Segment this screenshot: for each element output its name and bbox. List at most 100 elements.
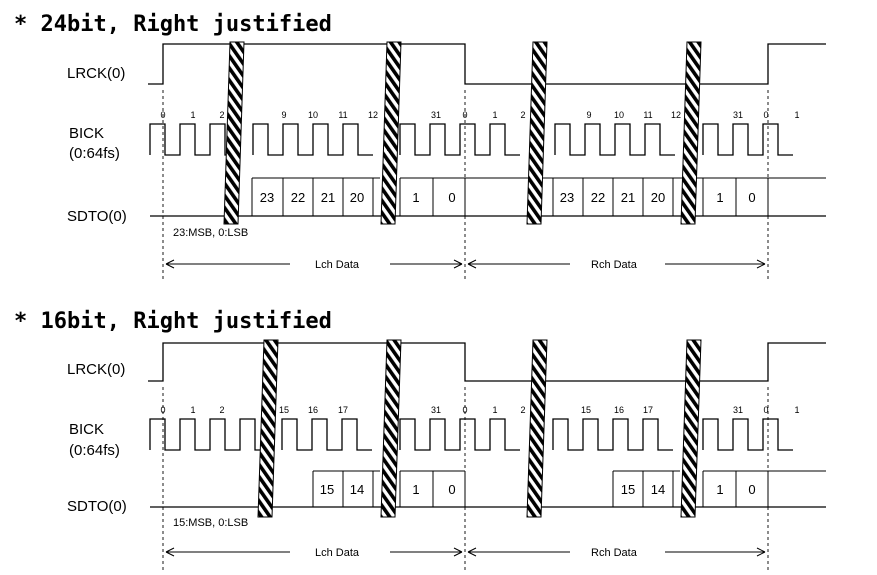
time-skip-marker bbox=[380, 339, 402, 518]
sdto-data-frame bbox=[612, 470, 680, 507]
diagram-title: * 24bit, Right justified bbox=[14, 12, 332, 37]
bick-tick-label: 1 bbox=[492, 110, 497, 120]
bick-tick-label: 12 bbox=[368, 110, 378, 120]
bick-tick-label: 11 bbox=[338, 110, 347, 120]
sdto-data-frame bbox=[702, 470, 826, 507]
diagram-24bit: * 24bit, Right justified LRCK(0) BICK (0… bbox=[14, 12, 826, 280]
sdto-bit-value: 21 bbox=[621, 190, 635, 205]
sdto-bit-value: 0 bbox=[748, 482, 755, 497]
bick-label: BICK bbox=[69, 421, 104, 438]
lch-data-label: Lch Data bbox=[315, 259, 360, 271]
time-skip-marker bbox=[526, 41, 548, 225]
bick-tick-label: 16 bbox=[614, 405, 624, 415]
sdto-bit-value: 20 bbox=[350, 190, 364, 205]
bick-tick-label: 11 bbox=[643, 110, 652, 120]
time-skip-marker bbox=[680, 339, 702, 518]
bick-tick-label: 1 bbox=[492, 405, 497, 415]
bick-tick-label: 17 bbox=[643, 405, 653, 415]
bick-tick-label: 16 bbox=[308, 405, 318, 415]
bick-tick-label: 1 bbox=[794, 110, 799, 120]
sdto-data-frame bbox=[552, 177, 680, 217]
sdto-bit-value: 14 bbox=[350, 482, 364, 497]
bick-tick-label: 9 bbox=[281, 110, 286, 120]
bick-tick-label: 2 bbox=[219, 405, 224, 415]
rch-data-label: Rch Data bbox=[591, 547, 638, 559]
bick-tick-label: 17 bbox=[338, 405, 348, 415]
lrck-waveform bbox=[148, 43, 826, 85]
sdto-bit-value: 1 bbox=[412, 482, 419, 497]
sdto-cells-right: 15 14 1 0 bbox=[621, 482, 756, 497]
bick-tick-label: 2 bbox=[520, 110, 525, 120]
bick-rate-label: (0:64fs) bbox=[69, 145, 120, 162]
bick-waveform bbox=[149, 418, 793, 451]
time-skip-marker bbox=[257, 339, 279, 518]
sdto-bit-value: 15 bbox=[320, 482, 334, 497]
boundary-guide bbox=[162, 387, 769, 570]
bick-tick-label: 1 bbox=[190, 405, 195, 415]
bick-tick-label: 1 bbox=[794, 405, 799, 415]
bick-tick-label: 0 bbox=[462, 405, 467, 415]
sdto-bit-value: 1 bbox=[412, 190, 419, 205]
sdto-bit-value: 1 bbox=[716, 482, 723, 497]
lrck-label: LRCK(0) bbox=[67, 361, 125, 378]
lrck-label: LRCK(0) bbox=[67, 65, 125, 82]
bick-tick-label: 12 bbox=[671, 110, 681, 120]
lch-data-label: Lch Data bbox=[315, 547, 360, 559]
rch-span-arrow bbox=[467, 547, 766, 557]
bick-rate-label: (0:64fs) bbox=[69, 442, 120, 459]
bick-tick-label: 2 bbox=[219, 110, 224, 120]
sdto-bit-value: 15 bbox=[621, 482, 635, 497]
lch-span-arrow bbox=[165, 259, 463, 269]
bick-tick-label: 15 bbox=[581, 405, 591, 415]
sdto-bit-value: 0 bbox=[748, 190, 755, 205]
sdto-cells-left: 23 22 21 20 1 0 bbox=[260, 190, 456, 205]
sdto-bit-value: 21 bbox=[321, 190, 335, 205]
bick-tick-label: 10 bbox=[614, 110, 624, 120]
bick-tick-label: 10 bbox=[308, 110, 318, 120]
bick-tick-label: 15 bbox=[279, 405, 289, 415]
sdto-data-frame bbox=[702, 178, 769, 216]
sdto-label: SDTO(0) bbox=[67, 498, 127, 515]
time-skip-marker bbox=[223, 41, 245, 225]
sdto-bit-value: 23 bbox=[560, 190, 574, 205]
rch-span-arrow bbox=[467, 259, 766, 269]
sdto-bit-value: 23 bbox=[260, 190, 274, 205]
bick-tick-label: 31 bbox=[431, 405, 441, 415]
time-skip-marker bbox=[680, 41, 702, 225]
diagram-title: * 16bit, Right justified bbox=[14, 309, 332, 334]
sdto-bit-value: 0 bbox=[448, 190, 455, 205]
sdto-bit-value: 22 bbox=[291, 190, 305, 205]
sdto-bit-value: 22 bbox=[591, 190, 605, 205]
sdto-data-frame bbox=[399, 470, 466, 507]
sdto-cells-right: 23 22 21 20 1 0 bbox=[560, 190, 756, 205]
sdto-bit-value: 20 bbox=[651, 190, 665, 205]
bick-tick-label: 31 bbox=[431, 110, 441, 120]
bick-tick-label: 2 bbox=[520, 405, 525, 415]
bick-tick-label: 31 bbox=[733, 110, 743, 120]
sdto-label: SDTO(0) bbox=[67, 208, 127, 225]
sdto-cells-left: 15 14 1 0 bbox=[320, 482, 456, 497]
sdto-bit-value: 0 bbox=[448, 482, 455, 497]
bick-tick-label: 0 bbox=[763, 110, 768, 120]
bick-tick-label: 31 bbox=[733, 405, 743, 415]
msb-lsb-note: 15:MSB, 0:LSB bbox=[173, 517, 248, 529]
time-skip-marker bbox=[380, 41, 402, 225]
bick-tick-label: 1 bbox=[190, 110, 195, 120]
diagram-16bit: * 16bit, Right justified LRCK(0) BICK (0… bbox=[14, 309, 826, 570]
rch-data-label: Rch Data bbox=[591, 259, 638, 271]
bick-label: BICK bbox=[69, 125, 104, 142]
lch-span-arrow bbox=[165, 547, 463, 557]
sdto-data-frame bbox=[312, 470, 380, 507]
bick-tick-label: 9 bbox=[586, 110, 591, 120]
sdto-bit-value: 1 bbox=[716, 190, 723, 205]
msb-lsb-note: 23:MSB, 0:LSB bbox=[173, 227, 248, 239]
bick-waveform bbox=[149, 123, 793, 156]
sdto-bit-value: 14 bbox=[651, 482, 665, 497]
time-skip-marker bbox=[526, 339, 548, 518]
lrck-waveform bbox=[148, 342, 826, 382]
sdto-data-frame bbox=[251, 177, 380, 217]
bick-tick-label: 0 bbox=[763, 405, 768, 415]
